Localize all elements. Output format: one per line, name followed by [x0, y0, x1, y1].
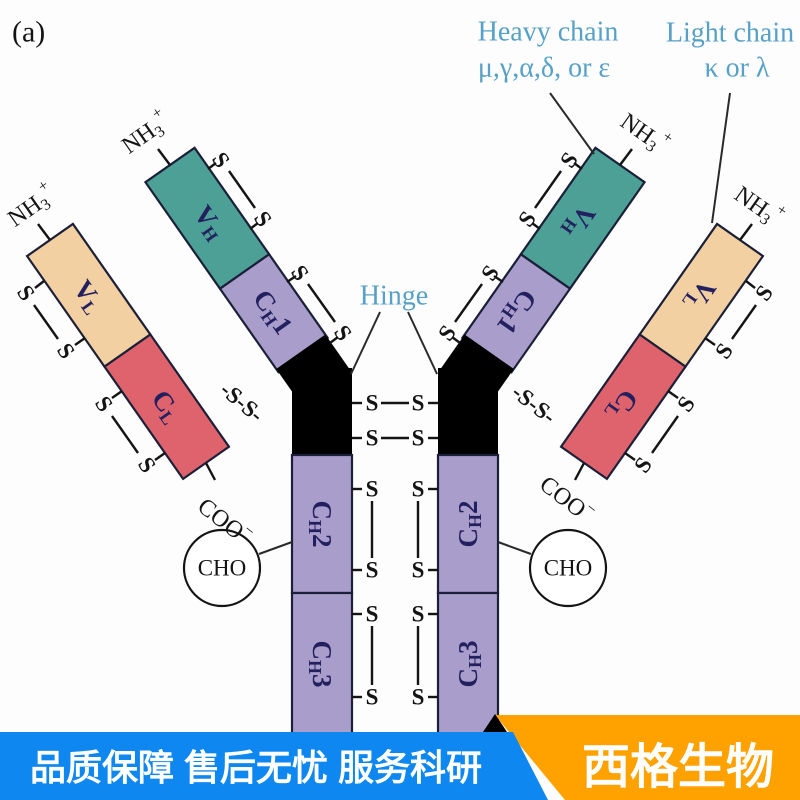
left-ch3-domain — [290, 591, 354, 736]
left-light-nh3-label: NH3+ — [0, 176, 61, 234]
svg-text:S: S — [412, 391, 425, 416]
right-ch2-label: CH2 — [453, 500, 485, 547]
svg-text:S: S — [710, 339, 738, 364]
light-chain-isotypes-label: κ or λ — [704, 53, 769, 84]
svg-text:S: S — [366, 558, 379, 583]
svg-text:S: S — [412, 558, 425, 583]
vendor-banner: 品质保障 售后无忧 服务科研 西格生物 — [0, 714, 800, 800]
left-cl-domain — [102, 332, 231, 481]
svg-text:S: S — [672, 392, 700, 417]
left-light-chain — [25, 222, 231, 481]
right-hinge-stem — [438, 368, 498, 455]
heavy-chain-isotypes-label: μ,γ,α,δ, or ε — [478, 53, 610, 84]
svg-text:S: S — [555, 148, 583, 173]
banner-blue-ribbon — [0, 732, 548, 800]
svg-text:S: S — [412, 426, 425, 451]
left-interchain-ss-label: -S-S- — [215, 377, 268, 427]
left-ch2-label: CH2 — [305, 500, 337, 547]
svg-text:S: S — [52, 339, 80, 364]
right-cl-domain — [559, 332, 688, 481]
light-chain-label: Light chain — [666, 18, 794, 49]
svg-text:S: S — [366, 602, 379, 627]
left-hinge-stem — [292, 368, 352, 455]
left-cho-label: CHO — [198, 556, 247, 581]
chain-annotations: Heavy chain μ,γ,α,δ, or ε Light chain κ … — [360, 17, 794, 312]
svg-text:S: S — [207, 148, 235, 173]
banner-slogan-text: 品质保障 售后无忧 服务科研 — [30, 747, 482, 788]
svg-text:S: S — [366, 426, 379, 451]
right-light-chain — [559, 222, 765, 481]
hinge-label: Hinge — [360, 281, 428, 312]
svg-text:S: S — [629, 453, 657, 478]
svg-text:S: S — [90, 392, 118, 417]
svg-text:S: S — [133, 453, 161, 478]
svg-text:S: S — [12, 281, 40, 306]
banner-ribbon-fold-triangle — [483, 714, 507, 732]
svg-text:S: S — [476, 261, 504, 286]
right-cho-label: CHO — [544, 556, 593, 581]
right-heavy-nh3-label: NH3+ — [615, 103, 677, 161]
right-interchain-ss-label: -S-S- — [507, 379, 561, 429]
svg-text:S: S — [366, 391, 379, 416]
svg-text:S: S — [412, 685, 425, 710]
left-ch3-label: CH3 — [305, 640, 337, 687]
right-cho-carbohydrate-circle — [528, 528, 608, 608]
svg-text:S: S — [286, 261, 314, 286]
disulfide-bond-lines — [33, 148, 757, 699]
annotation-pointer-lines — [258, 92, 731, 555]
right-light-nh3-label: NH3+ — [729, 176, 791, 234]
left-cho-carbohydrate-circle — [182, 528, 262, 608]
banner-brand-text: 西格生物 — [582, 741, 774, 794]
left-heavy-nh3-label: NH3+ — [114, 103, 176, 161]
left-ch2-domain — [290, 453, 354, 595]
right-half-shapes — [436, 146, 765, 736]
left-heavy-chain-arm — [143, 146, 352, 407]
svg-text:S: S — [750, 281, 778, 306]
right-coo-label: COO− — [534, 468, 600, 529]
svg-text:S: S — [366, 477, 379, 502]
right-heavy-chain-arm — [438, 146, 647, 407]
svg-text:S: S — [412, 602, 425, 627]
heavy-chain-label: Heavy chain — [478, 17, 619, 48]
svg-text:S: S — [412, 477, 425, 502]
banner-orange-ribbon — [495, 715, 800, 800]
svg-text:S: S — [366, 685, 379, 710]
panel-letter: (a) — [12, 16, 45, 49]
disulfide-s-letters: S S S S S S S S S S S S S S S S S S S S … — [12, 148, 778, 710]
right-ch3-label: CH3 — [453, 640, 485, 687]
